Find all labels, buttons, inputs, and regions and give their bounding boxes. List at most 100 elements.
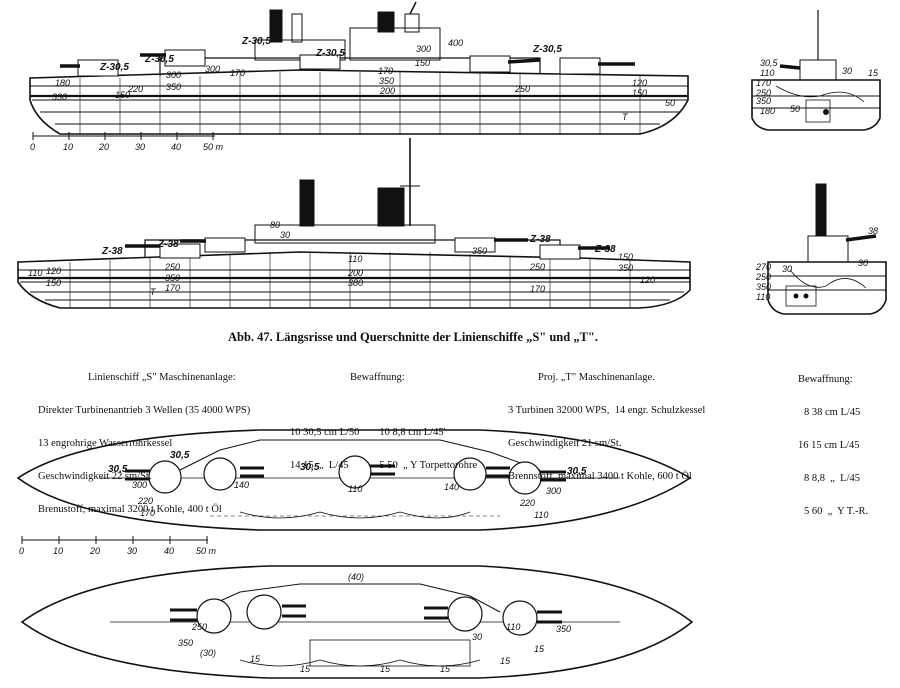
svg-text:300: 300 <box>205 64 220 74</box>
svg-text:350: 350 <box>756 282 771 292</box>
svg-text:250: 250 <box>514 84 530 94</box>
scale-tick: 10 <box>53 546 63 556</box>
svg-text:110: 110 <box>506 622 520 632</box>
svg-text:(40): (40) <box>348 572 364 582</box>
svg-text:Z-38: Z-38 <box>157 239 179 250</box>
svg-text:15: 15 <box>534 644 545 654</box>
spec-line: Geschwindigkeit 21 sm/St. <box>508 438 622 449</box>
svg-text:350: 350 <box>756 96 771 106</box>
svg-text:Z-38: Z-38 <box>101 246 123 257</box>
scale-tick: 50 m <box>196 546 217 556</box>
svg-text:300: 300 <box>546 486 561 496</box>
ship-t-machinery-heading: Proj. „T" Maschinenanlage. <box>538 372 655 383</box>
svg-text:150: 150 <box>46 278 61 288</box>
svg-text:Z-38: Z-38 <box>529 234 551 245</box>
ship-s-armament-heading: Bewaffnung: <box>350 372 405 383</box>
svg-text:30,5: 30,5 <box>108 464 128 475</box>
svg-text:200: 200 <box>379 86 395 96</box>
svg-text:220: 220 <box>519 498 535 508</box>
svg-text:30: 30 <box>842 66 852 76</box>
svg-text:38: 38 <box>868 226 878 236</box>
svg-text:15: 15 <box>440 664 451 674</box>
ship-s-machinery-heading: Linienschiff „S" Maschinenanlage: <box>88 372 236 383</box>
svg-text:110: 110 <box>756 292 770 302</box>
svg-text:120: 120 <box>640 275 655 285</box>
svg-text:T: T <box>622 112 629 122</box>
spec-line: Geschwindigkeit 22 sm/St. <box>38 471 152 482</box>
svg-text:T: T <box>150 287 157 297</box>
svg-text:Z-30,5: Z-30,5 <box>99 62 129 73</box>
svg-text:30: 30 <box>858 258 868 268</box>
svg-text:350: 350 <box>165 273 180 283</box>
figure-caption: Abb. 47. Längsrisse und Querschnitte der… <box>228 330 598 344</box>
svg-text:200: 200 <box>347 268 363 278</box>
scale-tick: 40 <box>164 546 174 556</box>
svg-text:250: 250 <box>529 262 545 272</box>
svg-text:250: 250 <box>755 88 771 98</box>
spec-line: 10 30,5 cm L/50 <box>290 427 360 438</box>
spec-line: Direkter Turbinenantrieb 3 Wellen (35 40… <box>38 405 251 416</box>
ship-t-side-labels: Z-38 Z-38 Z-38 Z-38 110 120 150 250 350 … <box>28 220 655 297</box>
svg-text:220: 220 <box>137 496 153 506</box>
svg-text:380: 380 <box>348 278 363 288</box>
svg-text:250: 250 <box>755 272 771 282</box>
scale-tick: 30 <box>135 142 145 152</box>
svg-text:300: 300 <box>416 44 431 54</box>
svg-text:30,5: 30,5 <box>300 462 320 473</box>
svg-text:110: 110 <box>28 268 42 278</box>
scale-tick: 20 <box>89 546 100 556</box>
svg-text:250: 250 <box>191 622 207 632</box>
svg-text:30: 30 <box>280 230 290 240</box>
spec-line: Brenustoff, maximal 3200 t Kohle, 400 t … <box>38 504 222 515</box>
svg-text:Z-30,5: Z-30,5 <box>315 48 345 59</box>
svg-text:350: 350 <box>618 263 633 273</box>
svg-text:Z-30,5: Z-30,5 <box>144 54 174 65</box>
spec-line: 8 8,8 „ L/45 <box>804 473 860 484</box>
svg-text:80: 80 <box>270 220 280 230</box>
ship-s-machinery: Linienschiff „S" Maschinenanlage: Direkt… <box>38 350 250 526</box>
svg-text:170: 170 <box>230 68 245 78</box>
svg-text:110: 110 <box>348 484 362 494</box>
spec-line: Brennstoff, maximal 3400 t Kohle, 600 t … <box>508 471 692 482</box>
ship-s-deck-plan <box>16 429 692 531</box>
scale-bar-top: 0 10 20 30 40 50 m <box>30 132 224 152</box>
svg-text:350: 350 <box>178 638 193 648</box>
svg-text:(30): (30) <box>200 648 216 658</box>
ship-t-armament-heading: Bewaffnung: <box>798 374 853 385</box>
svg-text:170: 170 <box>140 508 155 518</box>
spec-line: 10 8,8 cm L/45' <box>379 427 446 438</box>
ship-s-deck-plan-labels: 30,5 30,5 30,5 30,5 300 220 170 140 110 … <box>108 450 587 520</box>
ship-s-armament: Bewaffnung: 10 30,5 cm L/50 14 15 „ L/45… <box>290 350 477 504</box>
svg-text:170: 170 <box>756 78 771 88</box>
spec-line: 13 engrohrige Wasserrohrkessel <box>38 438 173 449</box>
svg-text:270: 270 <box>755 262 771 272</box>
svg-text:15: 15 <box>500 656 511 666</box>
svg-text:30,5: 30,5 <box>760 58 779 68</box>
ship-t-machinery: Proj. „T" Maschinenanlage. 3 Turbinen 32… <box>508 350 705 493</box>
svg-text:170: 170 <box>378 66 393 76</box>
scale-tick: 0 <box>19 546 24 556</box>
scale-tick: 0 <box>30 142 35 152</box>
spec-line: 5 50 „ Y Torpettorohre <box>379 460 478 471</box>
ship-s-cross-section <box>751 10 881 131</box>
svg-text:140: 140 <box>444 482 459 492</box>
spec-line: 3 Turbinen 32000 WPS, 14 engr. Schulzkes… <box>508 405 706 416</box>
scale-tick: 40 <box>171 142 181 152</box>
svg-text:50: 50 <box>790 104 800 114</box>
svg-text:30,5: 30,5 <box>567 466 587 477</box>
svg-text:140: 140 <box>234 480 249 490</box>
svg-text:350: 350 <box>379 76 394 86</box>
svg-text:110: 110 <box>348 254 362 264</box>
scale-bar-plan: 0 10 20 30 40 50 m <box>19 536 217 556</box>
ship-t-cross-section-labels: 38 270 250 350 110 30 30 <box>755 226 878 302</box>
svg-text:120: 120 <box>46 266 61 276</box>
svg-text:15: 15 <box>300 664 311 674</box>
spec-line: 5 60 „ Y T.-R. <box>804 506 869 517</box>
svg-text:30: 30 <box>472 632 482 642</box>
ship-s-side-labels: Z-30,5 Z-30,5 Z-30,5 Z-30,5 Z-30,5 300 4… <box>52 36 675 122</box>
svg-text:110: 110 <box>534 510 548 520</box>
svg-text:250: 250 <box>164 262 180 272</box>
svg-text:350: 350 <box>472 246 487 256</box>
svg-text:180: 180 <box>760 106 775 116</box>
ship-s-side-elevation <box>29 1 689 135</box>
